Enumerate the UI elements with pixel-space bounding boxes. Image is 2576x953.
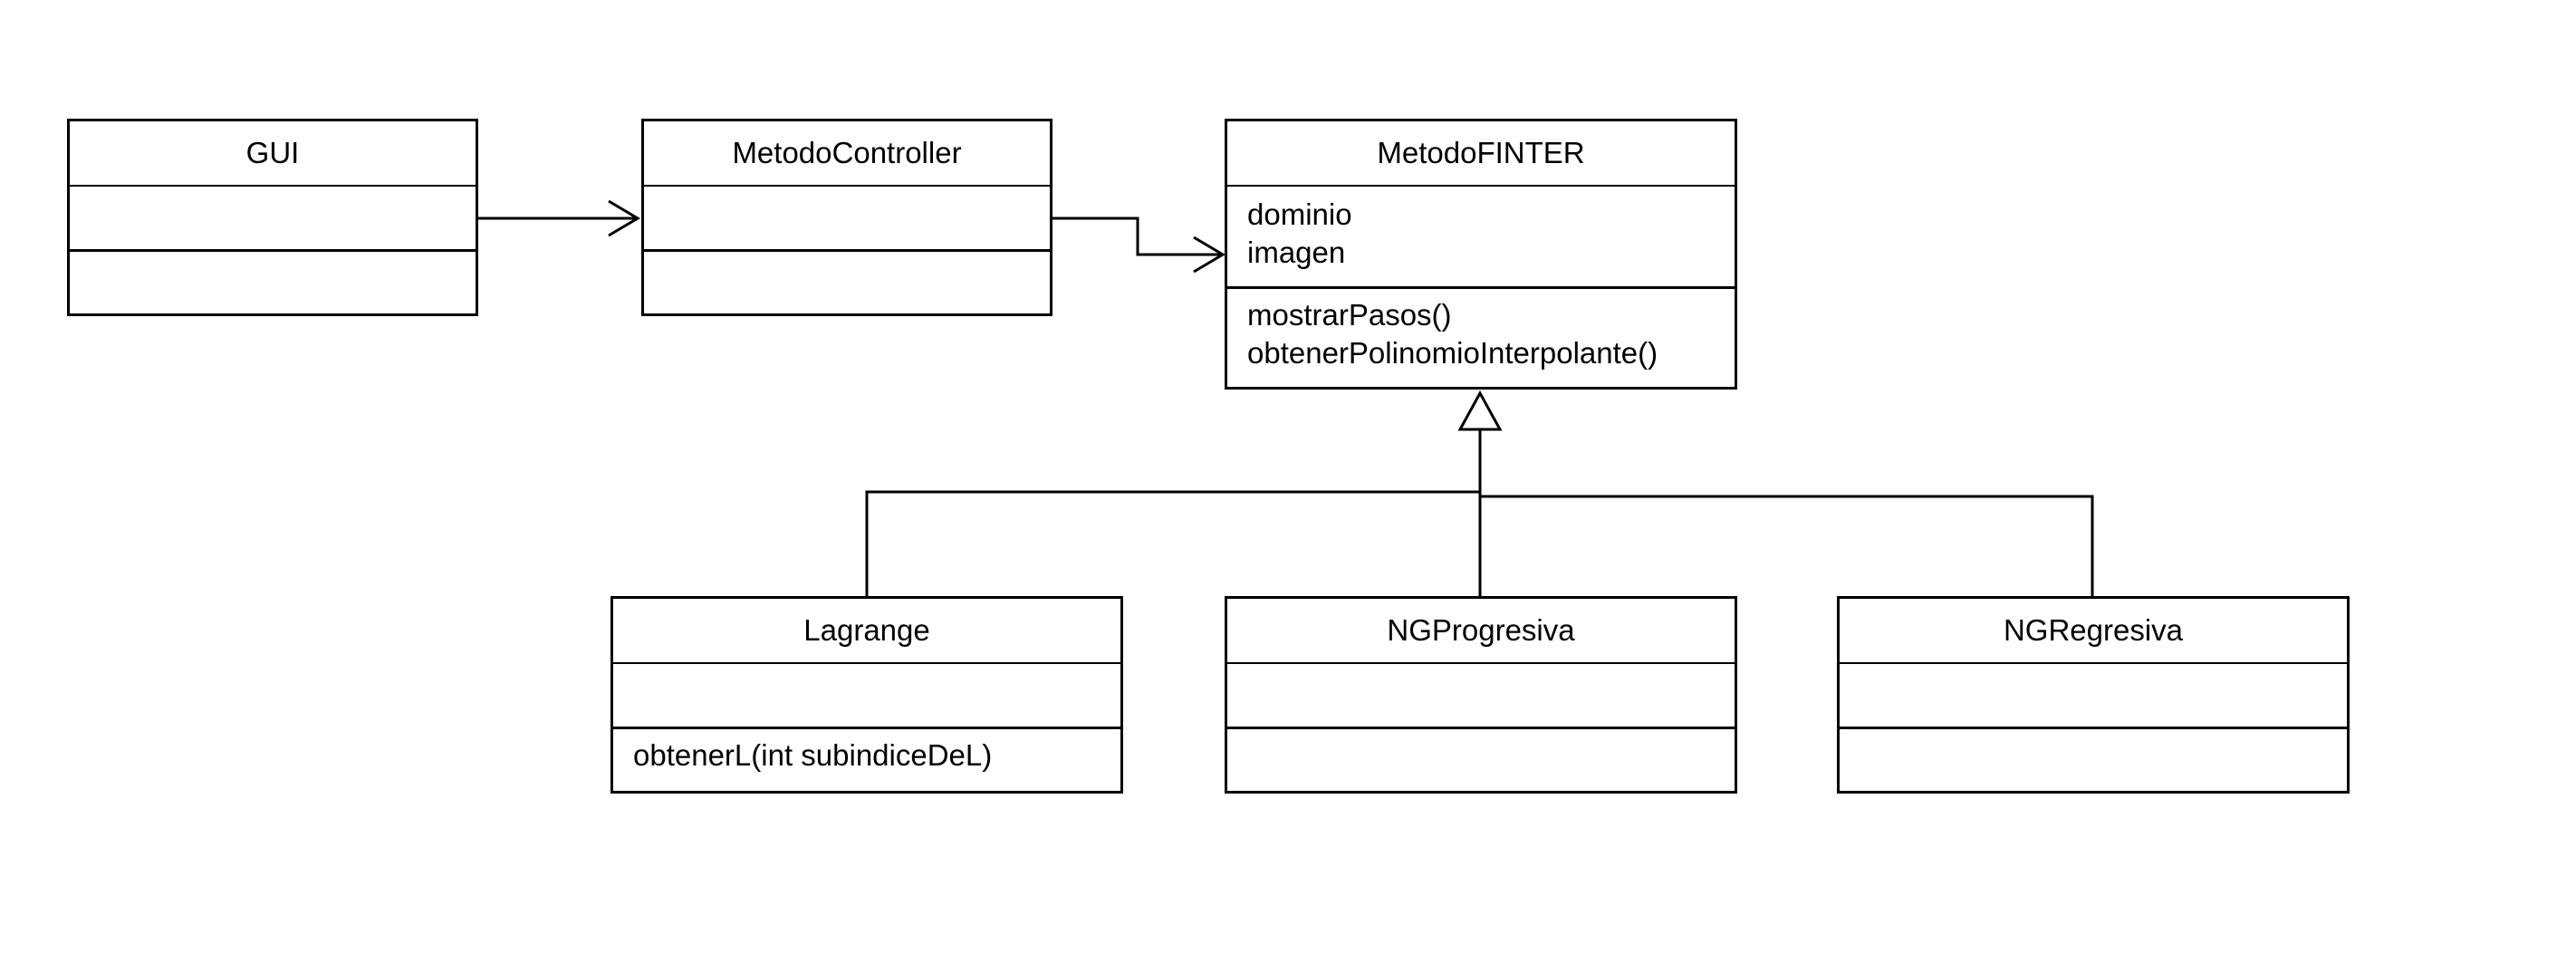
class-name: MetodoFINTER	[1227, 121, 1735, 187]
attributes-section	[644, 187, 1050, 252]
operations-section	[644, 252, 1050, 315]
class-ngprogresiva[interactable]: NGProgresiva	[1225, 596, 1737, 794]
hollow-triangle-arrowhead	[1457, 390, 1503, 431]
attributes-section	[1227, 664, 1735, 729]
class-name: NGRegresiva	[1840, 599, 2347, 664]
class-ngregresiva[interactable]: NGRegresiva	[1837, 596, 2350, 794]
class-name: GUI	[70, 121, 476, 187]
attributes-section	[70, 187, 476, 252]
association-gui-controller	[476, 199, 640, 237]
open-arrowhead	[608, 199, 640, 237]
operations-section	[70, 252, 476, 315]
attributes-section	[1840, 664, 2347, 729]
class-name: Lagrange	[613, 599, 1120, 664]
association-controller-finter	[1051, 217, 1226, 274]
class-gui[interactable]: GUI	[67, 119, 478, 316]
operation: obtenerPolinomioInterpolante()	[1247, 336, 1658, 370]
attributes-section: dominio imagen	[1227, 187, 1735, 289]
operations-section: obtenerL(int subindiceDeL)	[613, 729, 1120, 775]
operation: obtenerL(int subindiceDeL)	[633, 738, 993, 772]
operation: mostrarPasos()	[1247, 298, 1452, 332]
attribute: dominio	[1247, 197, 1352, 231]
attribute: imagen	[1247, 236, 1346, 269]
attributes-section	[613, 664, 1120, 729]
class-name: NGProgresiva	[1227, 599, 1735, 664]
class-metodo-finter[interactable]: MetodoFINTER dominio imagen mostrarPasos…	[1225, 119, 1737, 390]
class-lagrange[interactable]: Lagrange obtenerL(int subindiceDeL)	[610, 596, 1123, 794]
open-arrowhead	[1193, 236, 1226, 274]
operations-section: mostrarPasos() obtenerPolinomioInterpola…	[1227, 289, 1735, 372]
class-name: MetodoController	[644, 121, 1050, 187]
generalization-tree	[865, 390, 2094, 598]
class-metodo-controller[interactable]: MetodoController	[641, 119, 1053, 316]
operations-section	[1227, 729, 1735, 793]
operations-section	[1840, 729, 2347, 793]
